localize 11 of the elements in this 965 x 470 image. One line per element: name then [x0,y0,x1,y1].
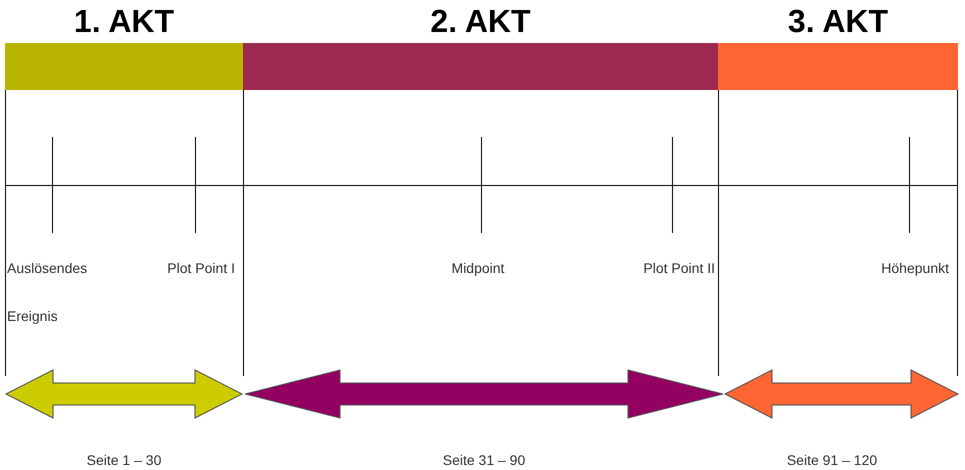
event-label: Plot Point I [166,259,235,278]
act-heading: 1. AKT [72,2,176,40]
event-label: Midpoint [450,259,506,278]
event-label: Plot Point II [642,259,715,278]
page-range-label: Seite 91 – 120 [786,451,878,470]
event-label: Höhepunkt [880,259,949,278]
act-heading: 2. AKT [429,2,532,40]
act-heading: 3. AKT [786,2,890,40]
page-range-label: Seite 31 – 90 [442,451,526,470]
event-label: Auslösendes Ereignis [7,259,88,326]
page-range-label: Seite 1 – 30 [86,451,162,470]
